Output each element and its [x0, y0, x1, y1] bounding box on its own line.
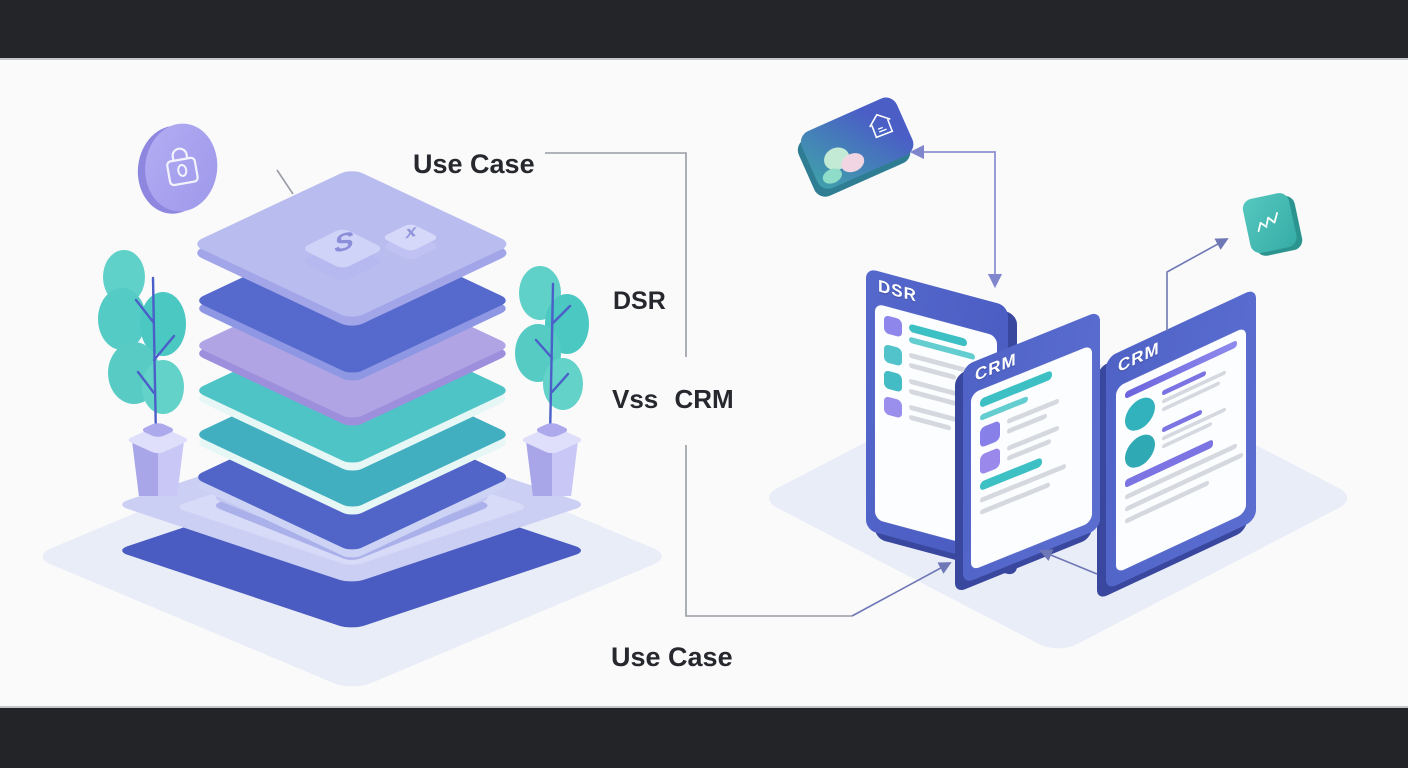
dsr-card-title: DSR	[878, 276, 917, 306]
list-icon	[1125, 429, 1155, 474]
tree-blob	[98, 288, 146, 350]
leader-tick	[276, 169, 294, 195]
badge-face	[1241, 191, 1299, 255]
list-icon	[1125, 392, 1155, 437]
list-icon	[884, 343, 902, 367]
arrow-minicard-dsr	[909, 144, 1003, 289]
bottom-letterbox-bar	[0, 706, 1408, 768]
tree-blob	[140, 292, 186, 356]
right-tree-branches-icon	[534, 282, 572, 440]
list-icon	[884, 314, 902, 338]
wave-icon	[1257, 212, 1278, 233]
list-icon	[884, 395, 902, 419]
padlock-icon	[166, 147, 199, 187]
security-disc	[133, 120, 222, 218]
left-plant-pot	[125, 421, 191, 498]
vs-crm-label: Vss CRM	[612, 384, 734, 414]
chart-badge	[1241, 191, 1305, 258]
disc-face	[140, 120, 222, 216]
list-icon	[980, 447, 1000, 476]
dsr-label: DSR	[613, 287, 666, 315]
use-case-label-top: Use Case	[413, 149, 535, 179]
use-case-label-bottom: Use Case	[611, 642, 733, 672]
right-plant-pot	[519, 421, 585, 498]
home-mini-card	[793, 93, 918, 201]
left-tree-branches-icon	[134, 276, 176, 440]
house-icon	[869, 113, 894, 139]
list-icon	[884, 369, 902, 393]
list-icon	[980, 420, 1000, 449]
top-letterbox-bar	[0, 0, 1408, 60]
mini-card-face	[797, 93, 918, 193]
